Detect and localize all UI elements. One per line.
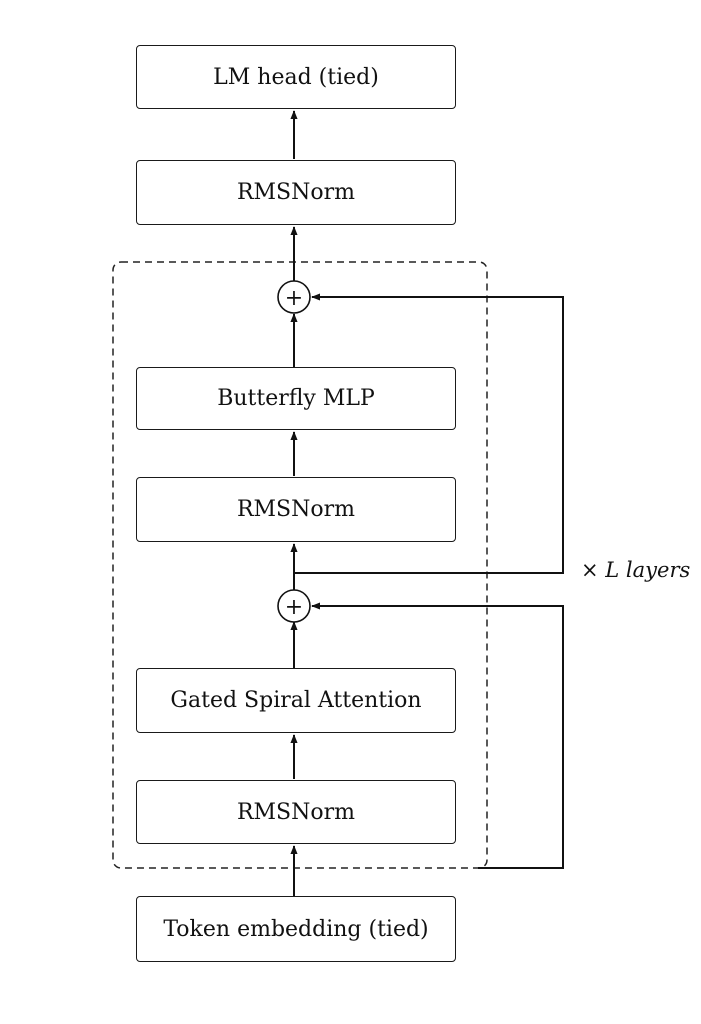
gated-spiral-attention-block: Gated Spiral Attention (136, 668, 456, 733)
residual-add-node-attention: + (277, 589, 311, 623)
multiply-symbol: × (581, 558, 599, 582)
lm-head-block: LM head (tied) (136, 45, 456, 109)
plus-symbol: + (285, 595, 303, 620)
butterfly-mlp-block: Butterfly MLP (136, 367, 456, 430)
mlp-rmsnorm-block: RMSNorm (136, 477, 456, 542)
residual-add-node-mlp: + (277, 280, 311, 314)
repeat-layers-label: × L layers (581, 558, 690, 582)
residual-skip-mlp (294, 293, 564, 574)
residual-skip-attention (311, 602, 564, 869)
final-rmsnorm-block: RMSNorm (136, 160, 456, 225)
plus-symbol: + (285, 286, 303, 311)
token-embedding-block: Token embedding (tied) (136, 896, 456, 962)
attention-rmsnorm-block: RMSNorm (136, 780, 456, 844)
layers-count-label: L layers (605, 558, 691, 582)
layer-block-boundary (112, 261, 488, 869)
